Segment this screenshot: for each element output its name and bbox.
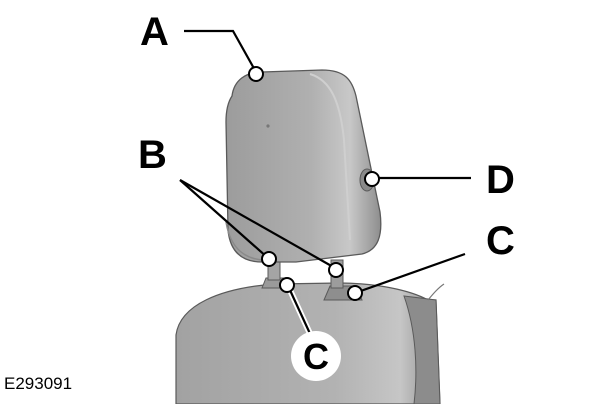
figure-id-code: E293091 <box>4 374 73 393</box>
callout-label-c-bottom: C <box>303 336 329 377</box>
callout-dot-c-bottom <box>279 277 295 293</box>
leader-lines <box>179 29 471 340</box>
callout-dot-a <box>248 66 264 82</box>
callout-label-d: D <box>486 158 515 202</box>
head-restraint <box>225 69 382 263</box>
callout-dots <box>248 66 380 301</box>
callout-dot-c-right <box>347 285 363 301</box>
callout-dot-b-left <box>261 251 277 267</box>
callout-dot-d <box>364 171 380 187</box>
callout-c-bottom-circle <box>291 331 341 381</box>
callout-label-b: B <box>138 133 167 177</box>
callout-label-a: A <box>140 10 169 54</box>
callout-dot-b-right <box>328 262 344 278</box>
callout-label-c-right: C <box>486 219 515 263</box>
